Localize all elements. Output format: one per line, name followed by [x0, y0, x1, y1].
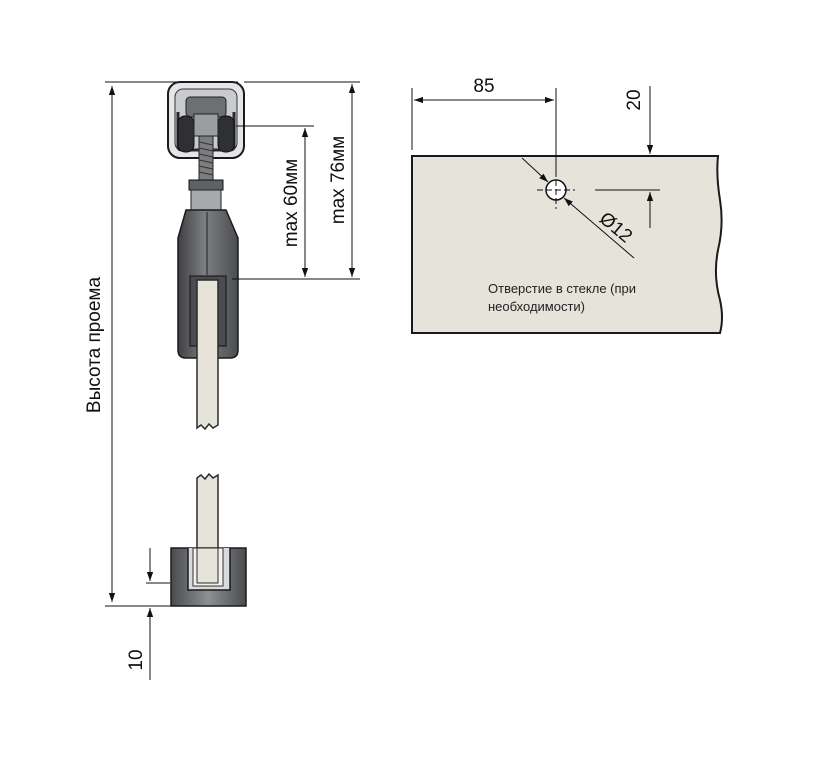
bottom-gap-dimension: 10	[126, 548, 170, 680]
dim-20: 20	[595, 86, 660, 228]
hardware-side-view: Высота проема	[84, 81, 360, 680]
max-height-dimensions: max 60мм max 76мм	[232, 81, 360, 280]
glass-hole	[537, 171, 660, 209]
max-76-label: max 76мм	[328, 136, 349, 224]
bottom-guide	[170, 547, 247, 607]
dim-85-label: 85	[473, 76, 494, 97]
glass-sheet	[411, 155, 723, 334]
glass-panel-upper	[196, 279, 219, 431]
dim-10-label: 10	[126, 649, 147, 670]
glass-hole-view: 85 20 Ø12 Отверстие в стекле (при необхо…	[411, 76, 723, 334]
max-60-label: max 60мм	[281, 159, 302, 247]
opening-height-label: Высота проема	[84, 277, 105, 414]
dim-85: 85	[411, 76, 557, 176]
hole-note-line-1: Отверстие в стекле (при	[488, 281, 636, 296]
dim-20-label: 20	[624, 89, 645, 110]
hanger-bolt	[188, 135, 224, 211]
hole-note-line-2: необходимости)	[488, 299, 585, 314]
